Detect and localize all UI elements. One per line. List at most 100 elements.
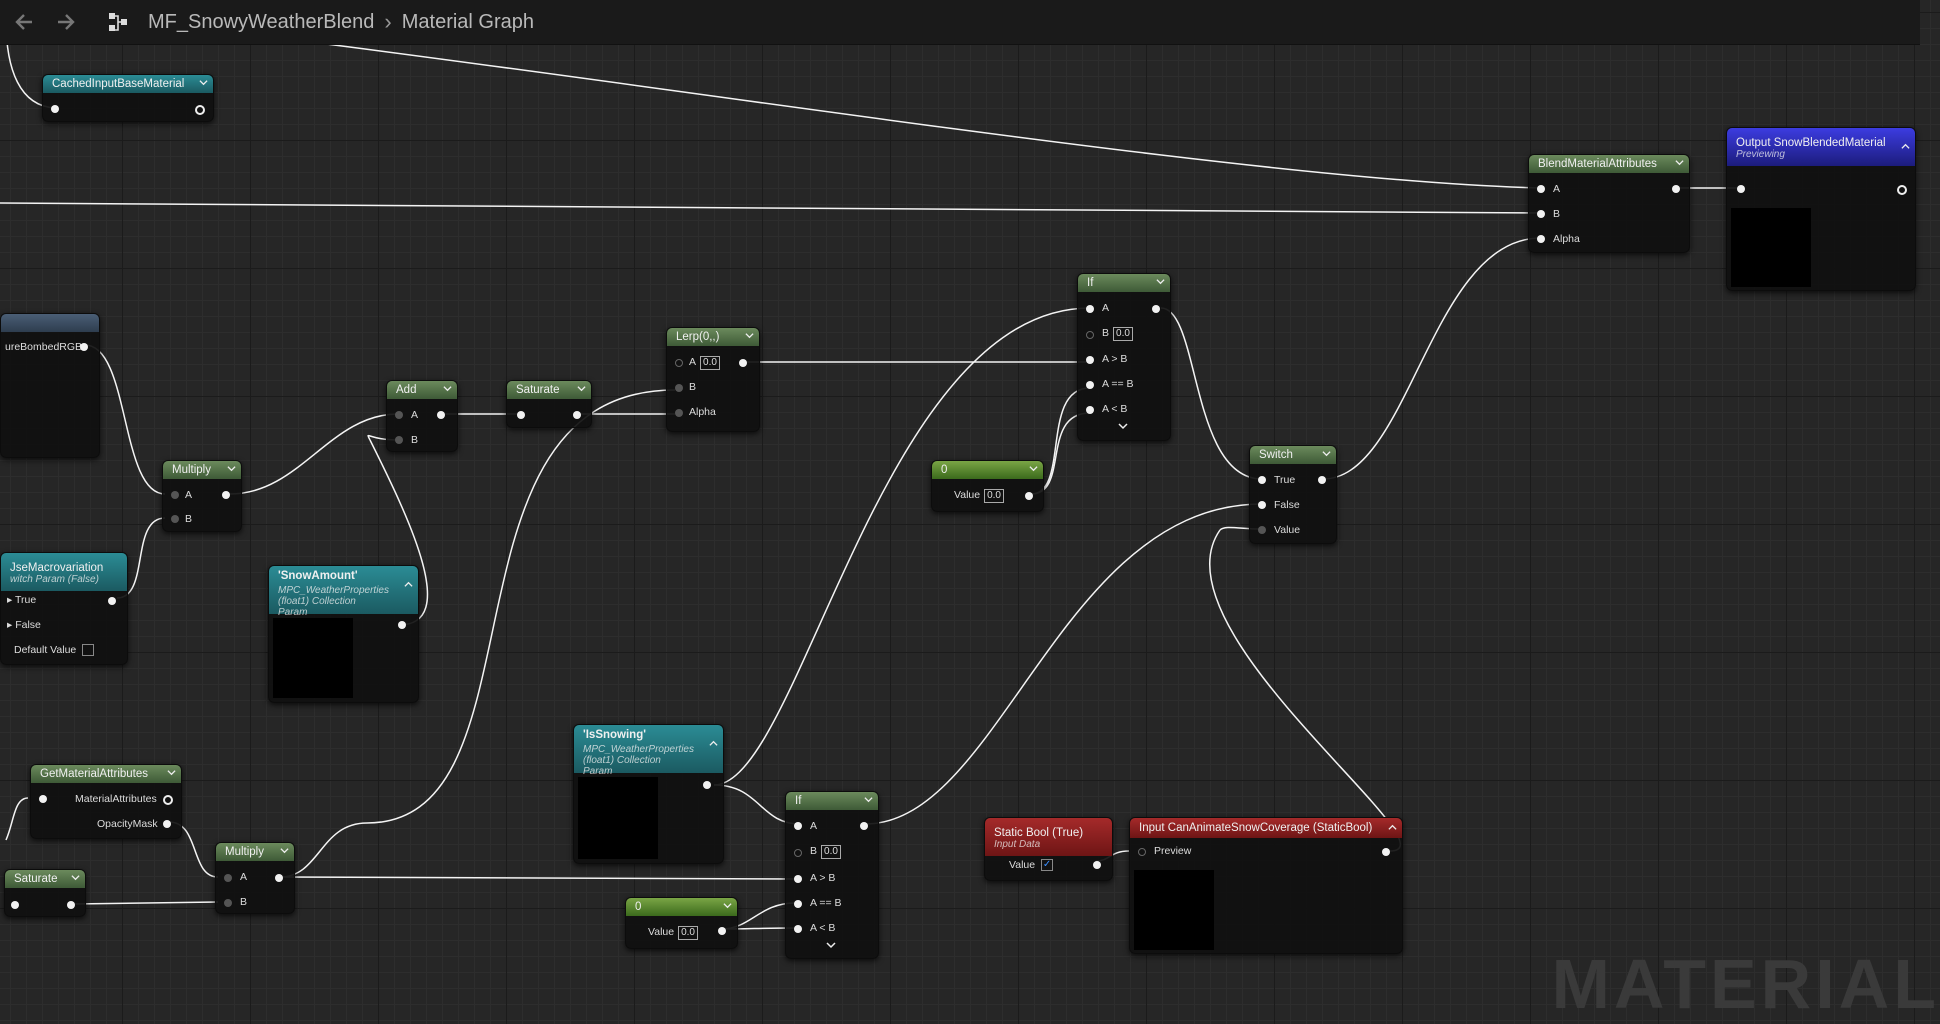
node-header[interactable]: Saturate [507, 381, 591, 399]
collapse-chevron-icon[interactable] [577, 384, 586, 392]
get-material-attributes-node[interactable]: GetMaterialAttributes MaterialAttributes… [30, 764, 182, 839]
collapse-chevron-icon[interactable] [1901, 142, 1910, 150]
output-pin[interactable] [718, 927, 726, 935]
collapse-chevron-icon[interactable] [864, 795, 873, 803]
pin-a-equals-b[interactable] [1086, 381, 1094, 389]
node-header[interactable]: If [786, 792, 878, 810]
node-header[interactable]: Add [387, 381, 457, 399]
collapse-chevron-icon[interactable] [1322, 449, 1331, 457]
collapse-chevron-icon[interactable] [1675, 158, 1684, 166]
pin-b[interactable] [1537, 210, 1545, 218]
multiply-node[interactable]: Multiply A B [162, 460, 242, 532]
expand-arrow-icon[interactable]: ▸ [7, 619, 16, 631]
pin-a-greater-b[interactable] [794, 875, 802, 883]
pin-false[interactable] [1258, 501, 1266, 509]
output-pin[interactable] [1025, 492, 1033, 500]
input-pin[interactable] [1737, 185, 1745, 193]
is-snowing-param-node[interactable]: 'IsSnowing'MPC_WeatherProperties (float1… [573, 724, 724, 864]
pin-a[interactable] [224, 874, 232, 882]
pin-b[interactable] [675, 384, 683, 392]
node-header[interactable] [1, 314, 99, 332]
expand-chevron-icon[interactable] [1118, 422, 1128, 433]
output-pin[interactable] [1152, 305, 1160, 313]
node-header[interactable]: Saturate [5, 870, 85, 888]
node-header[interactable]: Switch [1250, 446, 1336, 464]
output-pin[interactable] [222, 491, 230, 499]
opacity-mask-output-pin[interactable] [163, 820, 171, 828]
add-node[interactable]: Add A B [386, 380, 458, 452]
collapse-chevron-icon[interactable] [167, 768, 176, 776]
saturate-node[interactable]: Saturate [4, 869, 86, 917]
collapse-chevron-icon[interactable] [709, 739, 718, 747]
input-pin[interactable] [51, 105, 59, 113]
pin-a[interactable] [1537, 185, 1545, 193]
blend-material-attributes-node[interactable]: BlendMaterialAttributes A B Alpha [1528, 154, 1690, 253]
back-button[interactable] [6, 4, 42, 40]
texture-bombed-node[interactable]: ureBombedRGB [0, 313, 100, 458]
output-pin[interactable] [80, 343, 88, 351]
pin-a[interactable] [171, 491, 179, 499]
node-header[interactable]: CachedInputBaseMaterial [43, 75, 213, 93]
collapse-chevron-icon[interactable] [1388, 823, 1397, 831]
pin-a-equals-b[interactable] [794, 900, 802, 908]
collapse-chevron-icon[interactable] [443, 384, 452, 392]
node-header[interactable]: 0 [626, 898, 737, 916]
switch-node[interactable]: Switch True False Value [1249, 445, 1337, 544]
output-pin[interactable] [1093, 861, 1101, 869]
pin-b[interactable] [171, 515, 179, 523]
output-pin[interactable] [67, 901, 75, 909]
node-header[interactable]: 'SnowAmount'MPC_WeatherProperties (float… [269, 566, 418, 618]
forward-button[interactable] [48, 4, 84, 40]
collapse-chevron-icon[interactable] [199, 78, 208, 86]
pin-b[interactable] [224, 899, 232, 907]
pin-a[interactable] [675, 359, 683, 367]
pin-a[interactable] [395, 411, 403, 419]
input-pin[interactable] [11, 901, 19, 909]
pin-a-greater-b[interactable] [1086, 356, 1094, 364]
expand-arrow-icon[interactable]: ▸ [7, 594, 15, 606]
cached-input-node[interactable]: CachedInputBaseMaterial [42, 74, 214, 122]
collapse-chevron-icon[interactable] [227, 464, 236, 472]
output-pin[interactable] [195, 105, 205, 115]
node-header[interactable]: Multiply [216, 843, 294, 861]
output-pin[interactable] [1672, 185, 1680, 193]
node-header[interactable]: Multiply [163, 461, 241, 479]
pin-b-value-input[interactable]: 0.0 [821, 845, 841, 859]
pin-b[interactable] [794, 849, 802, 857]
node-header[interactable]: Static Bool (True)Input Data [985, 818, 1112, 856]
output-pin[interactable] [1382, 848, 1390, 856]
pin-a-less-b[interactable] [1086, 406, 1094, 414]
expand-chevron-icon[interactable] [826, 941, 836, 952]
function-input-node[interactable]: Input CanAnimateSnowCoverage (StaticBool… [1129, 817, 1403, 954]
output-pin[interactable] [108, 597, 116, 605]
collapse-chevron-icon[interactable] [745, 331, 754, 339]
collapse-chevron-icon[interactable] [723, 901, 732, 909]
pin-true[interactable] [1258, 476, 1266, 484]
output-pin[interactable] [739, 359, 747, 367]
input-pin[interactable] [517, 411, 525, 419]
output-pin[interactable] [703, 781, 711, 789]
breadcrumb-asset[interactable]: MF_SnowyWeatherBlend [148, 10, 375, 33]
node-header[interactable]: 'IsSnowing'MPC_WeatherProperties (float1… [574, 725, 723, 777]
collapse-chevron-icon[interactable] [1029, 464, 1038, 472]
output-pin[interactable] [1318, 476, 1326, 484]
output-pin[interactable] [275, 874, 283, 882]
output-pin[interactable] [398, 621, 406, 629]
pin-alpha[interactable] [1537, 235, 1545, 243]
material-attributes-output-pin[interactable] [163, 795, 173, 805]
preview-pin[interactable] [1138, 848, 1146, 856]
multiply-node[interactable]: Multiply A B [215, 842, 295, 914]
breadcrumb-graph[interactable]: Material Graph [401, 10, 535, 33]
static-bool-node[interactable]: Static Bool (True)Input Data Value✓ [984, 817, 1113, 881]
node-header[interactable]: Input CanAnimateSnowCoverage (StaticBool… [1130, 818, 1402, 838]
collapse-chevron-icon[interactable] [404, 580, 413, 588]
